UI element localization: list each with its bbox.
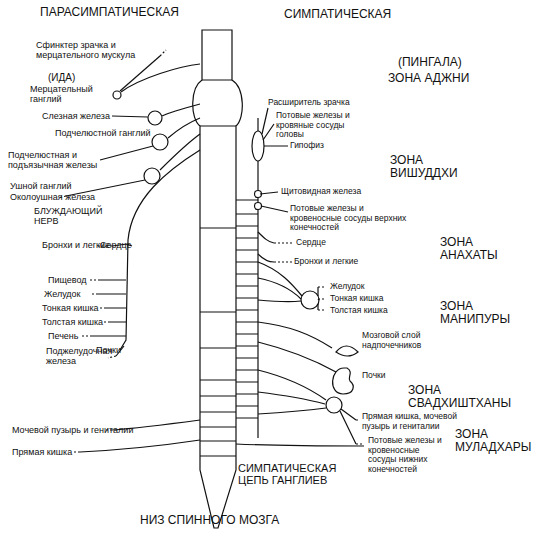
sympathetic-chain-part [258,370,326,414]
text-label: ЗОНА МАНИПУРЫ [440,300,515,327]
text-label: Гипофиз [290,141,324,151]
sympathetic-chain-part [258,342,336,372]
sympathetic-chain-part [258,322,332,348]
text-label: (ПИНГАЛА) [398,56,462,69]
parasympathetic-nerves-part [144,168,160,184]
text-label: Прямая кишка [12,447,72,457]
text-label: Тонкая кишка [42,303,99,313]
text-label: Толстая кишка [42,317,103,327]
spinal-cord [193,30,243,528]
sympathetic-chain-part [326,397,342,413]
text-label: СИМПАТИЧЕСКАЯ ЦЕПЬ ГАНГЛИЕВ [238,462,343,487]
sympathetic-chain-part [236,430,364,446]
text-label: Толстая кишка [330,306,388,316]
text-label: ЗОНА АНАХАТЫ [440,236,510,263]
parasympathetic-nerves-part [162,104,200,116]
parasympathetic-nerves-part [80,440,200,452]
text-label: Желудок [330,282,365,292]
text-label: СИМПАТИЧЕСКАЯ [284,8,391,21]
text-label: Желудок [44,289,81,299]
sympathetic-chain-part [255,203,262,210]
sympathetic-chain-part [258,262,302,302]
text-label: ЗОНА ВИШУДДХИ [390,154,465,181]
text-label: Бронхи и легкие [294,257,358,267]
text-label: (ИДА) [48,72,75,83]
parasympathetic-nerves-part [160,134,200,170]
text-label: Потовые железы и кровеносные сосуды нижн… [368,436,450,474]
parasympathetic-nerves-part [92,244,132,356]
text-label: Мозговой слой надпочечников [362,331,427,350]
text-label: Подчелюстная и подъязычная железы [8,150,98,170]
sympathetic-chain [236,108,364,446]
text-label: Потовые железы и кровеносные сосуды верх… [290,204,414,233]
sympathetic-chain-part [236,200,258,418]
sympathetic-chain-part [318,287,319,310]
text-label: ЗОНА СВАДХИШТХАНЫ [408,384,520,411]
text-label: Околоушная железа [10,192,95,202]
text-label: Пищевод [48,275,87,285]
text-label: Сфинктер зрачка и мерцательного мускула [36,40,136,60]
parasympathetic-nerves-part [148,111,162,125]
spinal-cord-part [200,80,236,456]
text-label: Бронхи и легкие [42,240,110,250]
text-label: Сердце [296,238,326,248]
parasympathetic-nerves-part [100,146,153,160]
text-label: Мерцательный ганглий [30,84,92,104]
text-label: Расширитель зрачка [268,98,350,108]
text-label: Щитовидная железа [281,187,361,197]
text-label: Мочевой пузырь и гениталии [12,425,133,435]
spinal-cord-part [193,30,243,528]
leader-dashes-part [274,243,364,444]
text-label: Почки [362,371,386,381]
text-label: ЗОНА АДЖНИ [388,72,469,85]
sympathetic-chain-part [340,409,356,444]
parasympathetic-nerves-part [120,56,160,91]
leader-dashes-part [58,50,166,452]
text-label: ПАРАСИМПАТИЧЕСКАЯ [40,6,179,19]
text-label: Почки [96,345,121,355]
sympathetic-chain-part [252,131,264,161]
parasympathetic-nerves-part [113,91,121,99]
sympathetic-chain-part [336,346,358,356]
text-label: НИЗ СПИННОГО МОЗГА [140,514,279,527]
parasympathetic-nerves-part [120,150,200,350]
text-label: Тонкая кишка [330,294,383,304]
parasympathetic-nerves-part [168,118,200,138]
sympathetic-chain-part [301,291,319,309]
text-label: Слезная железа [42,111,110,121]
parasympathetic-nerves-part [112,116,148,117]
text-label: Ушной ганглий [10,181,72,191]
text-label: Сердце [100,240,132,250]
text-label: Потовые железы и кровяные сосуды головы [276,111,374,140]
text-label: Подчелюстной ганглий [55,128,151,138]
sympathetic-chain-part [333,368,354,394]
text-label: ЗОНА МУЛАДХАРЫ [455,428,537,455]
parasympathetic-nerves-part [152,134,168,150]
sympathetic-chain-part [258,232,274,262]
text-label: Печень [48,331,79,341]
parasympathetic-nerves-part [121,64,200,92]
text-label: Прямая кишка, мочевой пузырь и гениталии [362,412,457,431]
text-label: БЛУЖДАЮЩИЙ НЕРВ [34,206,106,226]
